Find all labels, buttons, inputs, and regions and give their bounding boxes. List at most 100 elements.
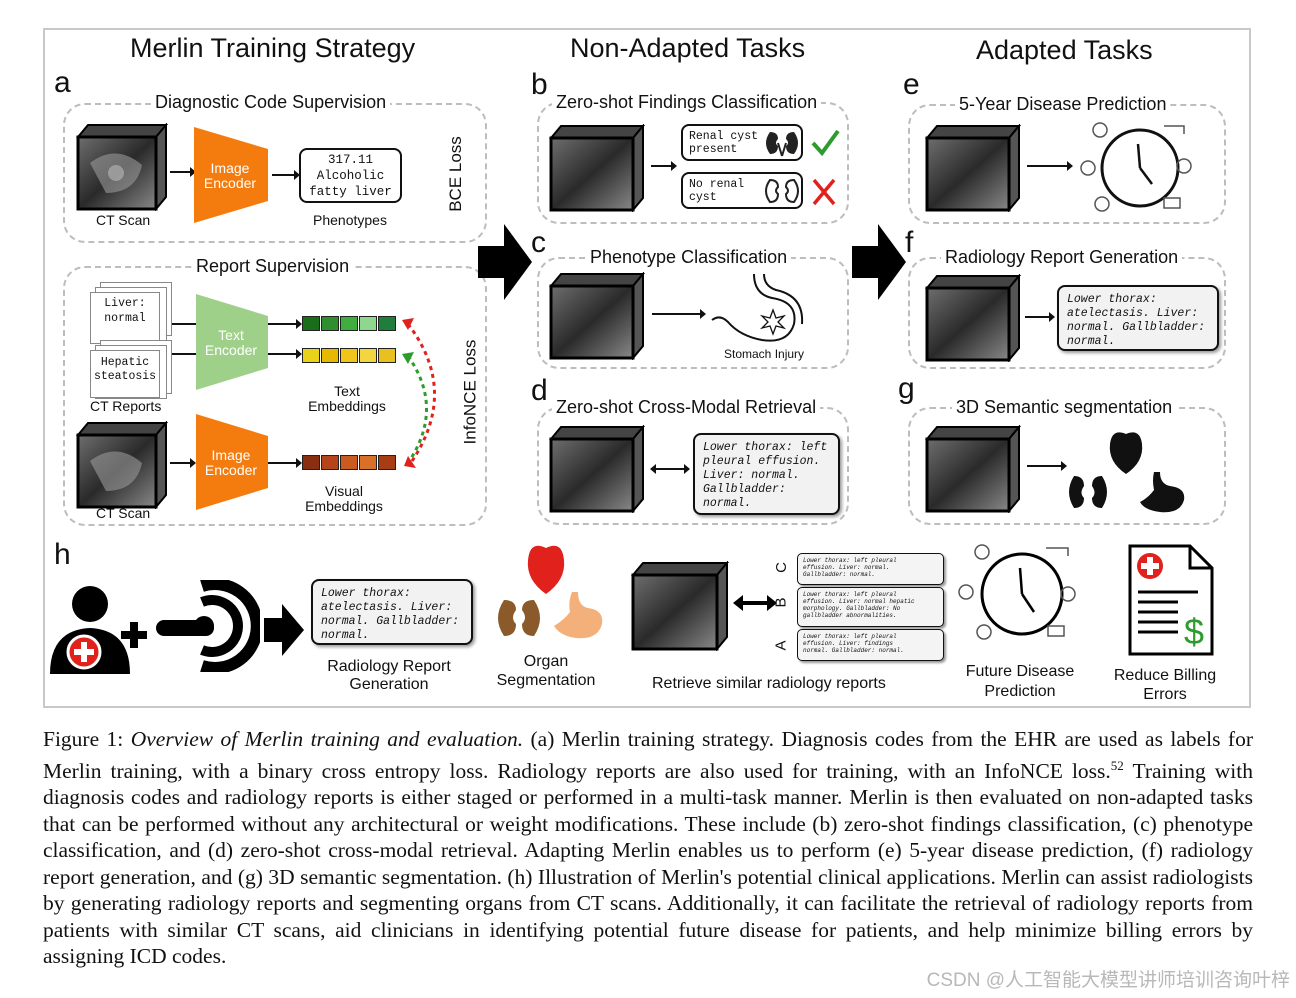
panel-letter-a: a	[54, 66, 71, 99]
future-disease-clock-icon	[958, 544, 1076, 640]
text-encoder-label: Text Encoder	[204, 327, 258, 358]
arrow-icon	[264, 604, 304, 656]
report1-line2: normal	[104, 312, 146, 325]
panel-letter-g: g	[898, 372, 915, 405]
training-title: Merlin Training Strategy	[130, 33, 416, 63]
ct-scan-icon	[631, 561, 729, 651]
figure-frame	[43, 28, 1251, 708]
caption-fig-label: Figure 1:	[43, 727, 124, 751]
panel-g-title: 3D Semantic segmentation	[952, 397, 1177, 418]
retrieved-report-a: Lower thorax: left pleural effusion. Liv…	[797, 629, 944, 661]
ct-scan-icon	[76, 123, 168, 211]
bidirectional-arrow-icon	[650, 464, 690, 474]
kidney-outline-icon	[765, 178, 799, 204]
panel-d-title: Zero-shot Cross-Modal Retrieval	[552, 397, 821, 418]
finding-absent-line1: No renal	[689, 178, 745, 191]
report-generation-label: Radiology Report Generation	[327, 658, 451, 693]
non-adapted-title: Non-Adapted Tasks	[570, 33, 806, 63]
billing-label: Reduce Billing Errors	[1113, 667, 1217, 703]
retrieval-report-box: Lower thorax: left pleural effusion. Liv…	[693, 433, 840, 515]
panel-letter-f: f	[905, 226, 914, 259]
panel-letter-c: c	[531, 226, 546, 259]
ct-scan-icon	[549, 272, 645, 360]
connector-lines	[268, 319, 302, 359]
caption-citation: 52	[1110, 757, 1124, 773]
retrieve-reports-label: Retrieve similar radiology reports	[652, 675, 886, 692]
report2-line2: steatosis	[93, 370, 157, 383]
arrow-icon	[652, 309, 706, 319]
phenotypes-label: Phenotypes	[313, 212, 387, 228]
report2-line1: Hepatic	[100, 356, 150, 369]
ct-scan-icon	[549, 425, 645, 513]
ct-scan-icon	[925, 425, 1021, 513]
phenotype-line3: fatty liver	[309, 185, 392, 199]
infonce-loss-label: InfoNCE Loss	[460, 339, 480, 445]
clock-disease-icon	[1080, 122, 1192, 212]
report1-line1: Liver:	[104, 297, 146, 310]
adapted-title: Adapted Tasks	[976, 35, 1153, 65]
bce-loss-label: BCE Loss	[445, 136, 465, 212]
finding-present-line2: present	[689, 143, 738, 156]
bidirectional-arrow-icon	[733, 595, 777, 611]
phenotype-code: 317.11	[327, 153, 373, 167]
image-encoder-shape-2	[196, 414, 268, 510]
arrow-icon	[170, 167, 196, 177]
panel-letter-h: h	[54, 538, 71, 571]
arrow-icon	[170, 458, 196, 468]
arrow-icon	[268, 458, 302, 468]
organ-silhouette-icon	[1069, 432, 1185, 513]
finding-absent-box: No renal cyst	[681, 172, 803, 209]
panel-c-title: Phenotype Classification	[586, 247, 792, 268]
image-encoder-shape	[194, 127, 268, 223]
clinician-icon	[50, 586, 147, 674]
text-embedding-row-2	[302, 348, 397, 363]
panel-e-title: 5-Year Disease Prediction	[955, 94, 1171, 115]
image-encoder-label-2: Image Encoder	[204, 447, 258, 478]
finding-absent-line2: cyst	[689, 191, 717, 204]
h-report-box: Lower thorax: atelectasis. Liver: normal…	[311, 579, 473, 645]
panel-b-title: Zero-shot Findings Classification	[552, 92, 822, 113]
arrow-icon	[1027, 161, 1073, 171]
svg-text:$: $	[1184, 611, 1204, 652]
ct-scanner-icon	[156, 580, 260, 672]
billing-document-icon: $	[1128, 544, 1214, 656]
text-encoder-shape	[196, 294, 268, 390]
finding-present-line1: Renal cyst	[689, 130, 759, 143]
panel-letter-d: d	[531, 374, 548, 407]
ct-scan-icon	[76, 421, 168, 509]
caption-body-1: (a) Merlin training strategy. Diagnosis …	[43, 727, 1253, 783]
retrieved-report-b: Lower thorax: left pleural effusion. Liv…	[797, 587, 944, 627]
panel-f-title: Radiology Report Generation	[941, 247, 1183, 268]
connector-lines	[172, 323, 198, 355]
option-b-label: B	[772, 597, 790, 608]
stomach-icon	[711, 273, 804, 342]
arrow-icon	[1025, 312, 1055, 322]
arrow-icon	[651, 161, 677, 171]
ct-scan-icon	[925, 124, 1021, 212]
report-paper-liver: Liver: normal	[90, 292, 160, 344]
check-icon	[811, 129, 840, 157]
figure-caption: Figure 1: Overview of Merlin training an…	[43, 726, 1253, 970]
big-arrow-icon	[852, 224, 906, 300]
panel-letter-b: b	[531, 68, 548, 101]
report-supervision-title: Report Supervision	[192, 256, 354, 277]
visual-embedding-row	[302, 455, 397, 470]
text-embeddings-label: Text Embeddings	[308, 383, 386, 414]
ct-reports-label: CT Reports	[90, 398, 162, 414]
ct-scan-icon	[549, 124, 645, 212]
caption-title: Overview of Merlin training and evaluati…	[130, 727, 524, 751]
organs-color-icon	[498, 545, 603, 639]
future-disease-label: Future Disease Prediction	[965, 663, 1075, 700]
option-c-label: C	[772, 562, 790, 573]
phenotype-box: 317.11 Alcoholic fatty liver	[299, 148, 402, 203]
organ-segmentation-label: Organ Segmentation	[496, 653, 596, 689]
watermark: CSDN @人工智能大模型讲师培训咨询叶梓	[926, 970, 1290, 991]
diag-supervision-title: Diagnostic Code Supervision	[151, 92, 391, 113]
contrastive-arrows-icon	[402, 318, 436, 468]
arrow-icon	[272, 170, 300, 180]
generated-report-box: Lower thorax: atelectasis. Liver: normal…	[1057, 285, 1219, 351]
ct-scan-label-2: CT Scan	[96, 505, 151, 521]
text-embedding-row-1	[302, 316, 397, 331]
arrow-icon	[1027, 461, 1067, 471]
stomach-injury-label: Stomach Injury	[724, 347, 805, 361]
